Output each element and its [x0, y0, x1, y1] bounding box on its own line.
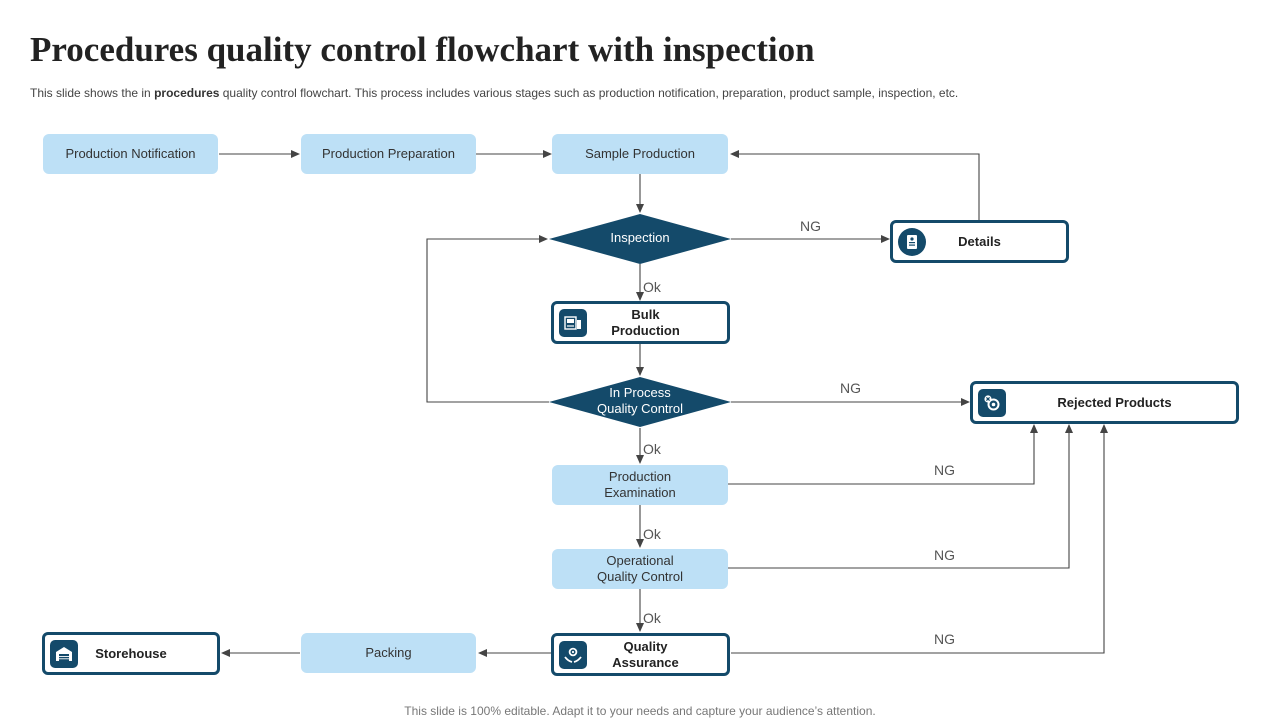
hands-gear-icon — [559, 640, 587, 669]
edge-label-ng-operational: NG — [934, 547, 955, 563]
node-operational-quality-control: Operational Quality Control — [552, 549, 728, 589]
edge-label-ng-assurance: NG — [934, 631, 955, 647]
in-process-qc-label: In Process Quality Control — [575, 384, 705, 418]
node-bulk-production: Bulk Production — [551, 301, 730, 344]
details-label: Details — [958, 233, 1001, 249]
edge-assurance-to-rejected — [731, 424, 1108, 654]
inspection-diamond — [549, 214, 731, 264]
footer-note: This slide is 100% editable. Adapt it to… — [404, 704, 876, 718]
page-subtitle: This slide shows the in procedures quali… — [30, 86, 958, 100]
edge-label-ok-inspection: Ok — [643, 279, 661, 295]
bulk-production-label: Bulk Production — [611, 306, 680, 338]
node-storehouse: Storehouse — [42, 632, 220, 675]
node-packing: Packing — [301, 633, 476, 673]
edge-label-ok-inprocess: Ok — [643, 441, 661, 457]
rejected-gear-icon — [978, 388, 1006, 417]
document-list-icon — [898, 227, 926, 256]
subtitle-prefix: This slide shows the in — [30, 86, 155, 100]
node-production-preparation: Production Preparation — [301, 134, 476, 174]
edge-label-ok-operational: Ok — [643, 610, 661, 626]
storehouse-label: Storehouse — [95, 645, 167, 661]
inspection-label: Inspection — [610, 230, 670, 245]
node-production-examination: Production Examination — [552, 465, 728, 505]
node-details: Details — [890, 220, 1069, 263]
edge-operational-to-rejected — [728, 424, 1073, 569]
subtitle-bold: procedures — [154, 86, 220, 100]
node-sample-production: Sample Production — [552, 134, 728, 174]
edge-label-ok-examination: Ok — [643, 526, 661, 542]
edge-details-to-sample — [730, 150, 980, 220]
edge-label-ng-inprocess: NG — [840, 380, 861, 396]
machine-icon — [559, 308, 587, 337]
edge-inprocess-back-to-inspection — [426, 235, 549, 403]
warehouse-icon — [50, 639, 78, 668]
subtitle-suffix: quality control flowchart. This process … — [219, 86, 959, 100]
page-title: Procedures quality control flowchart wit… — [30, 30, 815, 69]
production-examination-label: Production Examination — [604, 469, 676, 500]
edge-examination-to-rejected — [728, 424, 1038, 485]
rejected-products-label: Rejected Products — [1057, 394, 1172, 410]
in-process-qc-text: In Process Quality Control — [597, 385, 683, 416]
operational-qc-label: Operational Quality Control — [597, 553, 683, 584]
node-production-notification: Production Notification — [43, 134, 218, 174]
quality-assurance-label: Quality Assurance — [612, 638, 679, 670]
edge-label-ng-inspection: NG — [800, 218, 821, 234]
edge-label-ng-examination: NG — [934, 462, 955, 478]
node-quality-assurance: Quality Assurance — [551, 633, 730, 676]
node-rejected-products: Rejected Products — [970, 381, 1239, 424]
in-process-diamond — [549, 377, 731, 427]
